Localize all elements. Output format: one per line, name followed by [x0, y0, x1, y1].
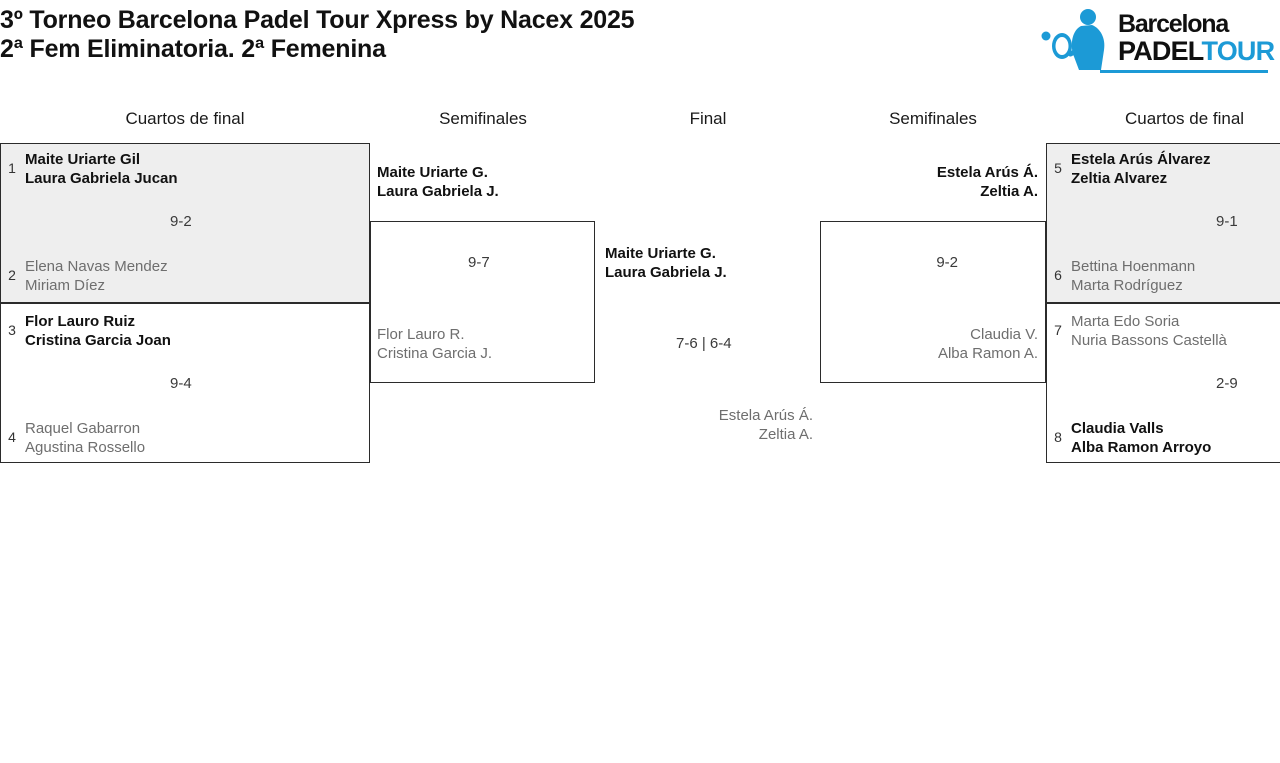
team-left-sf-top: Maite Uriarte G. Laura Gabriela J. — [377, 163, 499, 201]
seed-number: 3 — [8, 322, 16, 338]
logo-word-barcelona: Barcelona — [1118, 10, 1229, 38]
team-left-qf-1-top: Maite Uriarte Gil Laura Gabriela Jucan — [25, 150, 178, 188]
tournament-title-line-1: 3º Torneo Barcelona Padel Tour Xpress by… — [0, 6, 635, 34]
team-right-qf-2-bottom: Claudia Valls Alba Ramon Arroyo — [1071, 419, 1211, 457]
score-left-qf-1: 9-2 — [170, 213, 192, 230]
player-name: Zeltia A. — [758, 426, 813, 443]
team-left-qf-2-top: Flor Lauro Ruiz Cristina Garcia Joan — [25, 312, 171, 350]
score-left-qf-2: 9-4 — [170, 375, 192, 392]
logo-underline-accent — [1100, 70, 1268, 73]
seed-number: 8 — [1054, 429, 1062, 445]
team-final-bottom: Estela Arús Á. Zeltia A. — [613, 406, 813, 444]
match-box-left-semifinal[interactable] — [370, 221, 595, 383]
team-right-qf-1-bottom: Bettina Hoenmann Marta Rodríguez — [1071, 257, 1195, 295]
seed-number: 7 — [1054, 322, 1062, 338]
match-box-left-qf-1[interactable] — [0, 143, 370, 303]
match-box-right-qf-1[interactable] — [1046, 143, 1280, 303]
round-header-right-quarterfinals: Cuartos de final — [1125, 109, 1245, 128]
match-box-right-qf-2[interactable] — [1046, 303, 1280, 463]
score-final: 7-6 | 6-4 — [676, 335, 732, 352]
player-name: Raquel Gabarron — [25, 420, 141, 437]
team-right-qf-2-top: Marta Edo Soria Nuria Bassons Castellà — [1071, 312, 1227, 350]
player-name: Marta Rodríguez — [1071, 277, 1183, 294]
seed-number: 2 — [8, 267, 16, 283]
player-name: Estela Arús Á. — [936, 164, 1038, 181]
team-right-qf-1-top: Estela Arús Álvarez Zeltia Alvarez — [1071, 150, 1211, 188]
player-name: Zeltia Alvarez — [1071, 170, 1168, 187]
player-name: Bettina Hoenmann — [1071, 258, 1196, 275]
team-right-sf-top: Estela Arús Á. Zeltia A. — [838, 163, 1038, 201]
logo-word-padeltour: PADELTOUR — [1118, 36, 1275, 66]
player-name: Claudia Valls — [1071, 420, 1164, 437]
player-name: Cristina Garcia Joan — [25, 332, 171, 349]
player-name: Alba Ramon Arroyo — [1071, 439, 1212, 456]
player-name: Elena Navas Mendez — [25, 258, 168, 275]
padel-player-icon — [1040, 6, 1112, 72]
player-name: Claudia V. — [970, 326, 1038, 343]
score-right-qf-2: 2-9 — [1216, 375, 1238, 392]
player-name: Agustina Rossello — [25, 439, 146, 456]
logo-word-padel: PADEL — [1118, 36, 1202, 66]
player-name: Maite Uriarte Gil — [25, 151, 141, 168]
title-block: 3º Torneo Barcelona Padel Tour Xpress by… — [0, 6, 900, 64]
player-name: Maite Uriarte G. — [605, 245, 716, 262]
seed-number: 1 — [8, 160, 16, 176]
logo-word-tour: TOUR — [1201, 36, 1276, 66]
player-name: Maite Uriarte G. — [377, 164, 488, 181]
score-right-qf-1: 9-1 — [1216, 213, 1238, 230]
player-name: Laura Gabriela J. — [377, 183, 499, 200]
team-right-sf-bottom: Claudia V. Alba Ramon A. — [838, 325, 1038, 363]
score-left-semifinal: 9-7 — [468, 254, 490, 271]
barcelona-padel-tour-logo: Barcelona PADELTOUR — [1040, 6, 1275, 78]
player-name: Laura Gabriela J. — [605, 264, 727, 281]
round-header-right-semifinals: Semifinales — [889, 109, 977, 128]
team-left-qf-1-bottom: Elena Navas Mendez Miriam Díez — [25, 257, 168, 295]
player-name: Estela Arús Á. — [718, 407, 813, 424]
tournament-title-line-2: 2ª Fem Eliminatoria. 2ª Femenina — [0, 35, 386, 63]
player-name: Miriam Díez — [25, 277, 106, 294]
logo-wordmark: Barcelona PADELTOUR — [1118, 10, 1275, 66]
page-header: 3º Torneo Barcelona Padel Tour Xpress by… — [0, 0, 1280, 100]
round-header-left-quarterfinals: Cuartos de final — [125, 109, 245, 128]
player-name: Marta Edo Soria — [1071, 313, 1180, 330]
team-left-qf-2-bottom: Raquel Gabarron Agustina Rossello — [25, 419, 145, 457]
player-name: Zeltia A. — [980, 183, 1038, 200]
player-name: Nuria Bassons Castellà — [1071, 332, 1227, 349]
team-final-top: Maite Uriarte G. Laura Gabriela J. — [605, 244, 727, 282]
seed-number: 5 — [1054, 160, 1062, 176]
score-right-semifinal: 9-2 — [936, 254, 958, 271]
player-name: Alba Ramon A. — [937, 345, 1038, 362]
match-box-left-qf-2[interactable] — [0, 303, 370, 463]
round-header-left-semifinals: Semifinales — [439, 109, 527, 128]
player-name: Estela Arús Álvarez — [1071, 151, 1211, 168]
player-name: Flor Lauro R. — [377, 326, 465, 343]
match-box-right-semifinal[interactable] — [820, 221, 1046, 383]
seed-number: 4 — [8, 429, 16, 445]
seed-number: 6 — [1054, 267, 1062, 283]
player-name: Cristina Garcia J. — [377, 345, 493, 362]
round-header-final: Final — [689, 109, 727, 128]
team-left-sf-bottom: Flor Lauro R. Cristina Garcia J. — [377, 325, 492, 363]
player-name: Flor Lauro Ruiz — [25, 313, 135, 330]
player-name: Laura Gabriela Jucan — [25, 170, 178, 187]
